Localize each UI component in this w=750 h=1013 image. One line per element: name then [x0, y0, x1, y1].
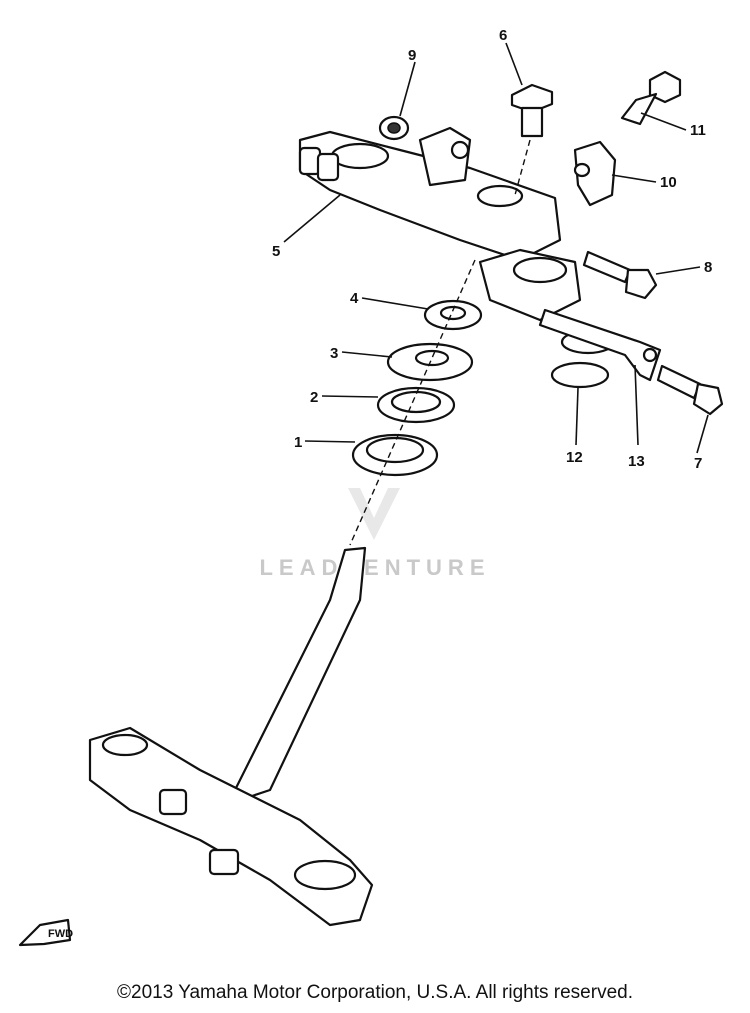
forward-arrow-icon [18, 918, 72, 947]
copyright-notice: ©2013 Yamaha Motor Corporation, U.S.A. A… [117, 982, 633, 1003]
callout-11: 11 [690, 122, 706, 139]
callout-4: 4 [350, 290, 359, 307]
callout-12: 12 [566, 449, 583, 466]
upper-bracket [298, 126, 582, 322]
callout-5: 5 [272, 243, 280, 260]
callout-10: 10 [660, 174, 677, 191]
bearing-2 [376, 386, 456, 424]
callout-6: 6 [499, 27, 507, 44]
watermark-text: LEADVENTURE [259, 555, 490, 580]
callout-13: 13 [628, 453, 645, 470]
watermark-logo-icon [348, 488, 400, 540]
bolt-8 [582, 250, 658, 300]
callout-7: 7 [694, 455, 702, 472]
bracket-13 [538, 308, 662, 382]
forward-label: FWD [48, 928, 73, 940]
nut-9 [378, 115, 410, 141]
callout-1: 1 [294, 434, 302, 451]
callout-9: 9 [408, 47, 416, 64]
steering-stem [88, 546, 374, 927]
callout-8: 8 [704, 259, 712, 276]
callout-2: 2 [310, 389, 318, 406]
callout-3: 3 [330, 345, 338, 362]
bolt-6 [510, 83, 554, 196]
bolt-7 [656, 364, 724, 416]
clamp-10 [573, 140, 617, 207]
bolt-11 [620, 70, 682, 126]
bearing-race-1 [351, 433, 439, 477]
washer-4 [423, 299, 483, 331]
